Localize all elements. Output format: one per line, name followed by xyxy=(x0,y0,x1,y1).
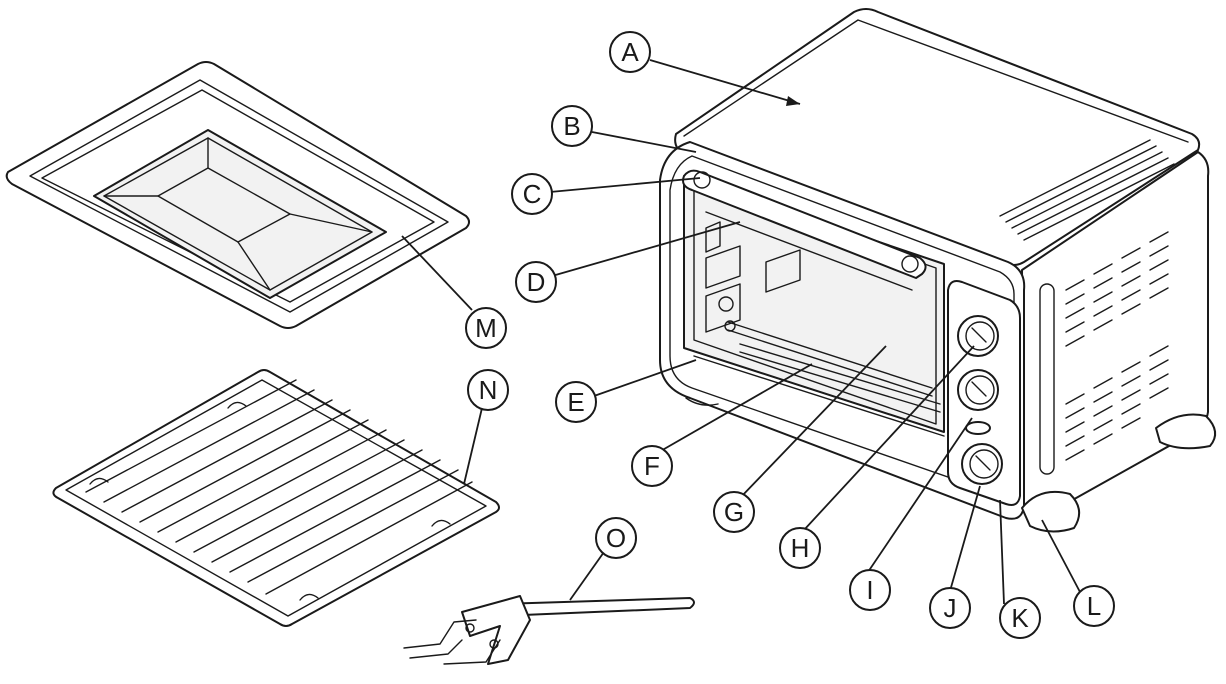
callout-l: L xyxy=(1073,585,1115,627)
control-knobs xyxy=(957,315,1003,485)
callout-j: J xyxy=(929,587,971,629)
callout-m: M xyxy=(465,307,507,349)
svg-text:F: F xyxy=(644,451,660,481)
callout-g: G xyxy=(713,491,755,533)
callout-k: K xyxy=(999,597,1041,639)
toaster-oven xyxy=(659,8,1217,533)
callout-c: C xyxy=(511,173,553,215)
tray-handle xyxy=(403,595,695,665)
callout-a: A xyxy=(609,31,651,73)
callout-f: F xyxy=(631,445,673,487)
svg-text:K: K xyxy=(1011,603,1029,633)
svg-text:G: G xyxy=(724,497,744,527)
svg-text:B: B xyxy=(563,111,580,141)
wire-rack xyxy=(52,369,500,627)
svg-text:C: C xyxy=(523,179,542,209)
callout-i: I xyxy=(849,569,891,611)
svg-text:I: I xyxy=(866,575,873,605)
svg-text:J: J xyxy=(944,593,957,623)
svg-text:A: A xyxy=(621,37,639,67)
callout-n: N xyxy=(467,369,509,411)
svg-text:H: H xyxy=(791,533,810,563)
callout-h: H xyxy=(779,527,821,569)
callout-e: E xyxy=(555,381,597,423)
svg-text:O: O xyxy=(606,523,626,553)
svg-text:L: L xyxy=(1087,591,1101,621)
svg-text:M: M xyxy=(475,313,497,343)
baking-tray xyxy=(5,61,470,329)
callout-b: B xyxy=(551,105,593,147)
callout-o: O xyxy=(595,517,637,559)
callout-d: D xyxy=(515,261,557,303)
svg-text:D: D xyxy=(527,267,546,297)
leader-lines xyxy=(401,59,1081,605)
svg-text:N: N xyxy=(479,375,498,405)
svg-text:E: E xyxy=(567,387,584,417)
